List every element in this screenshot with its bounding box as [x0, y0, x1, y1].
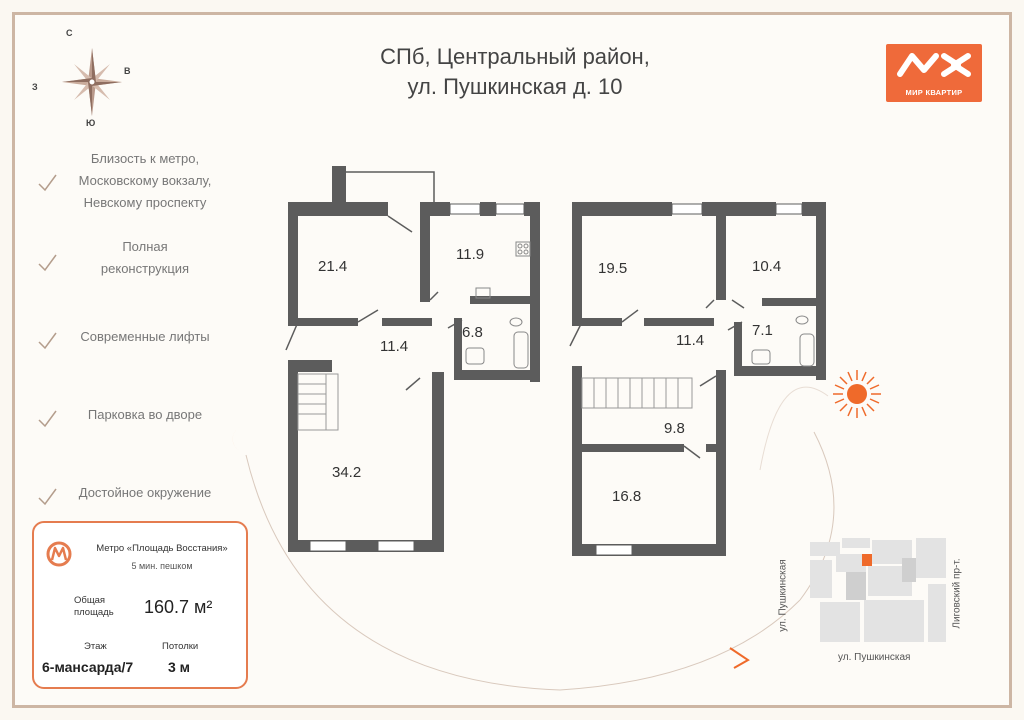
check-icon — [38, 410, 57, 428]
area-label: Общая площадь — [74, 595, 144, 619]
compass-east: В — [124, 66, 131, 76]
compass-rose: С В Ю З — [32, 28, 150, 130]
street-bottom-label: ул. Пушкинская — [838, 652, 911, 663]
floor-label: Этаж — [84, 641, 107, 652]
room-area: 10.4 — [752, 258, 782, 275]
moon-icon — [232, 426, 249, 453]
check-icon — [38, 488, 57, 506]
compass-north: С — [66, 28, 73, 38]
check-icon — [38, 174, 57, 192]
arrow-icon — [729, 647, 750, 669]
compass-west: З — [32, 82, 38, 92]
area-label-line: площадь — [74, 607, 114, 618]
metro-icon — [46, 541, 72, 567]
feature-line: Московскому вокзалу, — [78, 173, 212, 188]
room-area: 6.8 — [462, 324, 483, 341]
feature-lifts: Современные лифты — [30, 326, 260, 348]
ceiling-label: Потолки — [162, 641, 199, 652]
street-right-label: Лиговский пр-т. — [951, 558, 963, 629]
room-area: 11.4 — [380, 338, 409, 355]
check-icon — [38, 332, 57, 350]
room-area: 19.5 — [598, 260, 628, 277]
title-line-1: СПб, Центральный район, — [380, 44, 650, 69]
logo-text: МИР КВАРТИР — [905, 88, 963, 97]
room-area: 11.4 — [676, 332, 705, 349]
metro-station: Метро «Площадь Восстания» — [96, 543, 228, 554]
area-label-line: Общая — [74, 595, 106, 606]
room-area: 34.2 — [332, 464, 362, 481]
floor-value: 6-мансарда/7 — [42, 659, 134, 675]
feature-line: реконструкция — [100, 261, 190, 276]
feature-line: Близость к метро, — [90, 151, 200, 166]
floor-plan-right — [569, 202, 826, 556]
feature-renovation: Полная реконструкция — [30, 236, 260, 280]
feature-line: Современные лифты — [80, 329, 210, 344]
location-map — [810, 538, 946, 642]
room-area: 11.9 — [456, 246, 485, 263]
area-value: 160.7 м² — [144, 597, 213, 617]
check-icon — [38, 254, 57, 272]
room-area: 9.8 — [664, 420, 685, 437]
room-area: 7.1 — [752, 322, 773, 339]
feature-parking: Парковка во дворе — [30, 404, 260, 426]
feature-line: Парковка во дворе — [87, 407, 203, 422]
street-vertical-label: ул. Пушкинская — [777, 559, 789, 632]
feature-line: Достойное окружение — [78, 485, 212, 500]
room-area: 16.8 — [612, 488, 642, 505]
ceiling-value: 3 м — [168, 659, 191, 675]
compass-south: Ю — [86, 118, 96, 128]
info-card: Метро «Площадь Восстания» 5 мин. пешком … — [32, 521, 248, 689]
feature-metro: Близость к метро, Московскому вокзалу, Н… — [30, 148, 260, 214]
location-marker — [862, 554, 872, 566]
sun-icon — [833, 370, 881, 418]
title-line-2: ул. Пушкинская д. 10 — [407, 74, 623, 99]
room-area: 21.4 — [318, 258, 348, 275]
floor-plan-left — [285, 166, 540, 552]
feature-line: Невскому проспекту — [83, 195, 207, 210]
feature-surroundings: Достойное окружение — [30, 482, 260, 504]
feature-line: Полная — [122, 239, 168, 254]
page-title: СПб, Центральный район, ул. Пушкинская д… — [300, 42, 730, 102]
logo-mark-icon — [897, 53, 971, 77]
logo: МИР КВАРТИР — [886, 44, 982, 102]
metro-walk-time: 5 мин. пешком — [131, 561, 193, 571]
